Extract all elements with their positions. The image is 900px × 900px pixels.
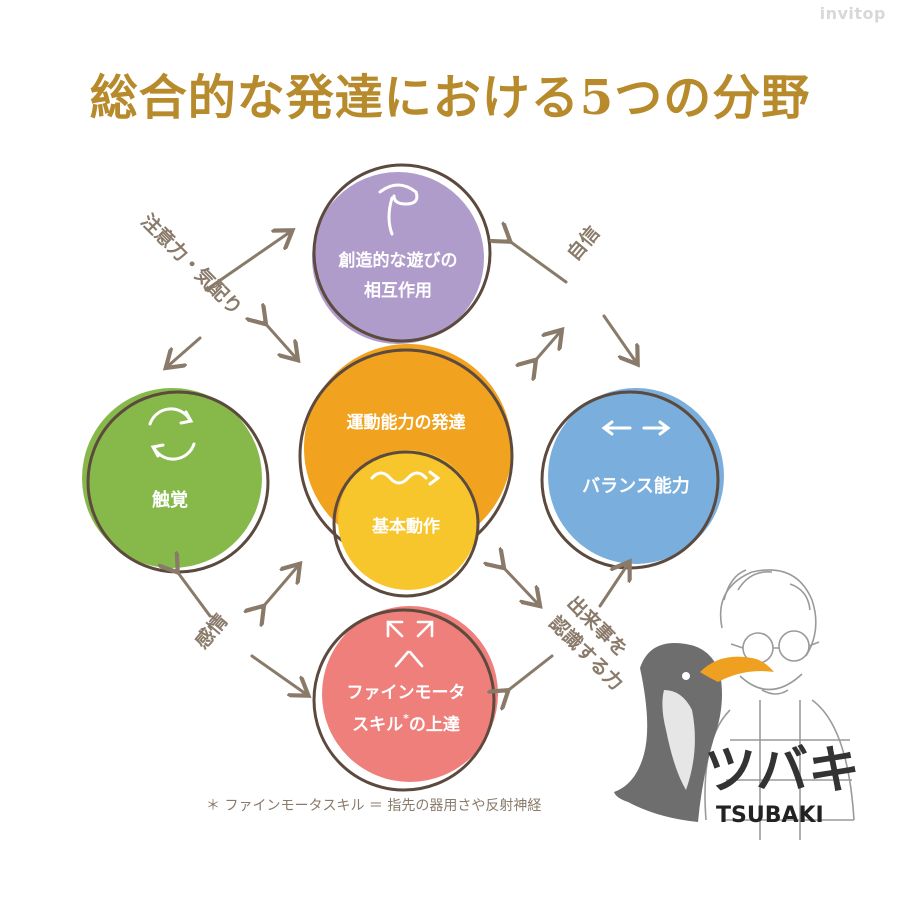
label-attention: 注意力・気配り — [136, 209, 246, 319]
wave-icon — [370, 470, 441, 486]
node-fine-motor-line1: ファインモータ — [347, 683, 466, 703]
arrow-br-outer-b — [598, 564, 628, 608]
node-motor-label: 運動能力の発達 — [347, 412, 466, 433]
thread-icon — [378, 183, 419, 236]
node-balance-fill — [548, 388, 724, 564]
node-fine-motor-line2: スキル*の上達 — [352, 712, 460, 735]
node-fine-motor-line2-b: の上達 — [409, 715, 460, 735]
node-balance-label: バランス能力 — [582, 475, 690, 497]
node-creative-play-line2: 相互作用 — [364, 280, 432, 301]
label-confidence: 自信 — [562, 221, 604, 265]
node-touch-fill — [82, 388, 262, 568]
arrow-tl-outer — [204, 232, 290, 292]
arrows — [168, 232, 636, 694]
node-creative-play-line1: 創造的な遊びの — [338, 250, 458, 271]
arrow-tr-inner — [534, 332, 560, 362]
node-fine-motor-fill — [322, 606, 498, 782]
logo-latin: TSUBAKI — [716, 803, 824, 828]
arrow-bl-outer-a — [176, 570, 212, 618]
node-fine-motor-line2-a: スキル — [352, 715, 403, 735]
tsubaki-logo: ツバキ TSUBAKI — [614, 643, 860, 828]
node-basic-motion-label: 基本動作 — [371, 516, 440, 537]
penguin-eye — [682, 672, 690, 680]
converge-icon — [386, 620, 434, 668]
arrow-bl-inner — [262, 566, 298, 608]
node-touch: 触覚 — [82, 388, 270, 574]
arrow-tl-down — [168, 336, 202, 366]
arrow-tr-outer-a — [508, 240, 568, 284]
node-fine-motor: ファインモータ スキル*の上達 — [312, 606, 498, 792]
arrow-br-inner — [502, 566, 538, 604]
watermark: invitop — [819, 4, 886, 23]
node-basic-motion-fill — [338, 450, 478, 590]
node-touch-label: 触覚 — [152, 489, 188, 511]
node-basic-motion: 基本動作 — [332, 450, 480, 598]
page-title: 総合的な発達における5つの分野 — [89, 70, 811, 126]
node-creative-play-ring — [312, 163, 492, 343]
portrait-sketch — [704, 569, 855, 840]
arrow-bl-outer-b — [250, 654, 306, 694]
penguin-belly — [662, 690, 695, 790]
node-creative-play-fill — [312, 172, 484, 344]
penguin-beak — [700, 656, 774, 682]
footnote: ＊ ファインモータスキル ＝ 指先の器用さや反射神経 — [206, 798, 541, 814]
arrow-tr-outer-b — [602, 314, 636, 362]
node-creative-play: 創造的な遊びの 相互作用 — [312, 163, 492, 344]
cycle-icon — [148, 407, 196, 461]
arrow-br-outer-a — [506, 654, 554, 692]
logo-katakana: ツバキ — [704, 741, 860, 801]
node-basic-motion-ring — [332, 450, 480, 598]
node-balance: バランス能力 — [540, 388, 724, 570]
footnote-mark: * — [403, 712, 409, 725]
arrow-tl-inner — [264, 322, 296, 358]
label-emotion: 感情 — [190, 609, 232, 653]
arrows-icon — [601, 420, 671, 436]
